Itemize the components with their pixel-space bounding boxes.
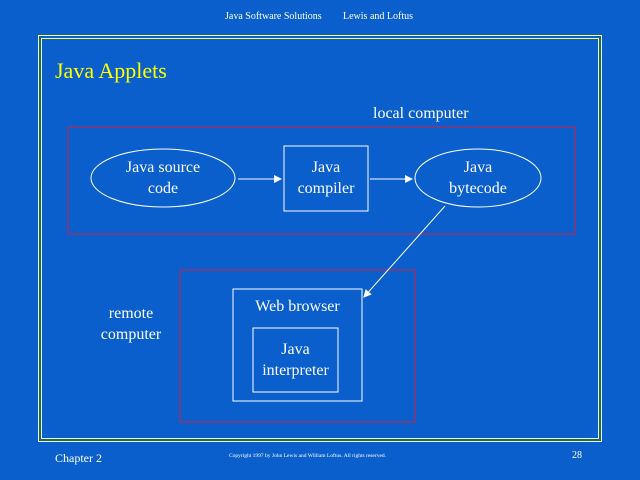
bytecode-line-2: bytecode bbox=[449, 180, 507, 197]
local-computer-region bbox=[67, 126, 576, 235]
local-computer-label: local computer bbox=[373, 105, 469, 122]
java-interpreter-label: Java interpreter bbox=[253, 339, 338, 381]
web-browser-label: Web browser bbox=[255, 298, 340, 315]
slide-frame-outer bbox=[38, 35, 602, 442]
interpreter-line-1: Java bbox=[281, 341, 310, 358]
java-source-code-label: Java source code bbox=[93, 157, 233, 199]
interpreter-line-2: interpreter bbox=[262, 362, 329, 379]
page-number: 28 bbox=[572, 450, 582, 461]
chapter-label: Chapter 2 bbox=[55, 451, 102, 465]
remote-computer-region bbox=[179, 269, 416, 423]
compiler-line-2: compiler bbox=[297, 180, 355, 197]
source-line-2: code bbox=[147, 180, 179, 197]
java-bytecode-label: Java bytecode bbox=[415, 157, 541, 199]
arrow-bytecode-to-browser bbox=[363, 205, 446, 298]
remote-line-1: remote bbox=[108, 305, 154, 322]
slide-frame-inner bbox=[41, 38, 599, 439]
java-interpreter-node bbox=[252, 327, 339, 393]
bytecode-line-1: Java bbox=[463, 159, 493, 176]
remote-computer-label: remote computer bbox=[85, 303, 177, 345]
slide-title: Java Applets bbox=[55, 58, 167, 83]
remote-line-2: computer bbox=[100, 326, 162, 343]
java-compiler-node bbox=[283, 145, 369, 212]
authors: Lewis and Loftus bbox=[343, 11, 413, 22]
book-title: Java Software Solutions bbox=[225, 11, 322, 22]
java-bytecode-node bbox=[414, 148, 542, 208]
web-browser-node bbox=[232, 288, 363, 402]
compiler-line-1: Java bbox=[311, 159, 341, 176]
copyright-notice: Copyright 1997 by John Lewis and William… bbox=[229, 453, 387, 459]
java-compiler-label: Java compiler bbox=[284, 157, 368, 199]
java-source-code-node bbox=[90, 148, 236, 208]
source-line-1: Java source bbox=[125, 159, 201, 176]
